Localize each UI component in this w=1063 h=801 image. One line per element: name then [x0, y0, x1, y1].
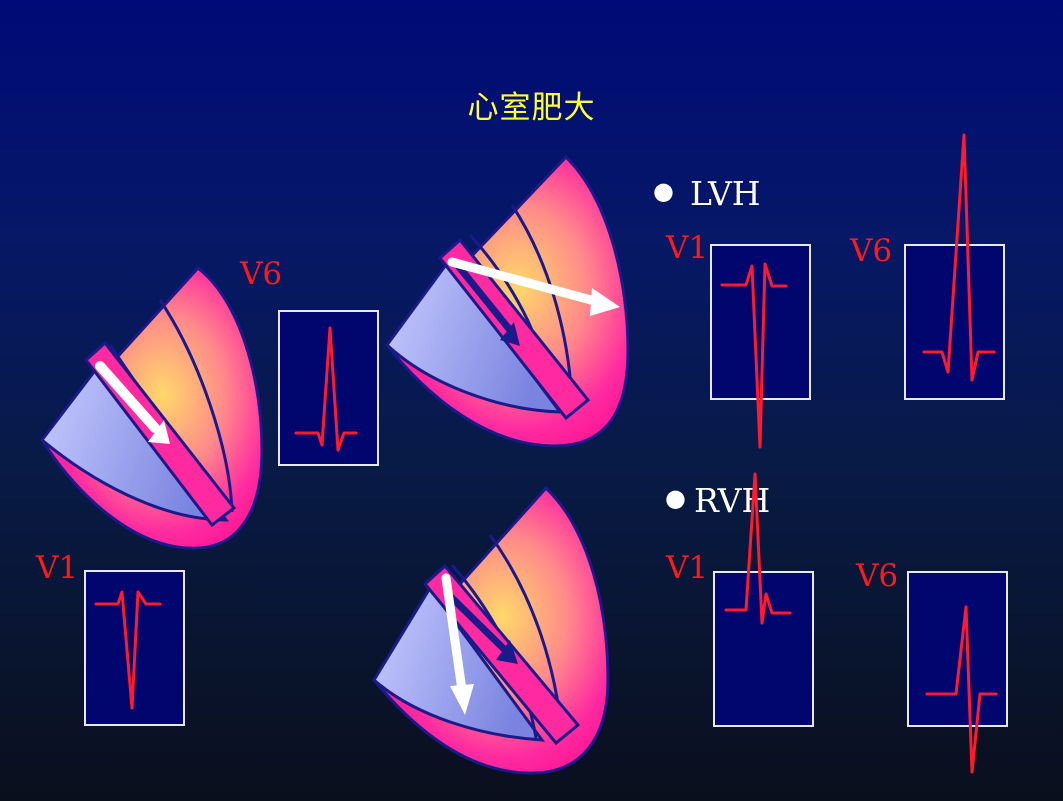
normal-vector-arrow-icon — [452, 259, 520, 346]
slide-title: 心室肥大 — [467, 90, 596, 126]
normal-v1-ecg-trace — [94, 590, 162, 710]
lvh-bullet: ● LVH — [653, 174, 761, 213]
rvh-v1-label: V1 — [666, 550, 709, 586]
rvh-v1-ecg-box — [713, 571, 814, 727]
lvh-v1-ecg-trace — [720, 262, 788, 449]
lvh-v6-ecg-trace — [922, 133, 996, 382]
depolarization-vector-arrow-icon — [95, 361, 170, 444]
heart-section-normal-icon — [39, 265, 264, 550]
rvh-v6-label: V6 — [856, 558, 899, 594]
depolarization-vector-arrow-icon — [447, 257, 620, 316]
lvh-v1-label: V1 — [666, 230, 709, 266]
bullet-dot-icon: ● — [665, 484, 686, 512]
depolarization-vector-arrow-icon — [441, 573, 474, 715]
heart-section-rvh-icon — [372, 485, 610, 775]
heart-section-lvh-icon — [384, 154, 630, 448]
lvh-bullet-text: LVH — [689, 174, 761, 213]
rvh-v6-ecg-box — [907, 571, 1008, 727]
normal-v1-label: V1 — [36, 550, 79, 586]
rvh-v6-ecg-trace — [925, 605, 998, 774]
rvh-v1-ecg-trace — [724, 472, 792, 625]
normal-vector-arrow-icon — [447, 593, 518, 664]
normal-v6-ecg-trace — [294, 326, 358, 452]
normal-v6-label: V6 — [240, 256, 283, 292]
lvh-v6-label: V6 — [850, 233, 893, 269]
bullet-dot-icon: ● — [653, 177, 674, 205]
